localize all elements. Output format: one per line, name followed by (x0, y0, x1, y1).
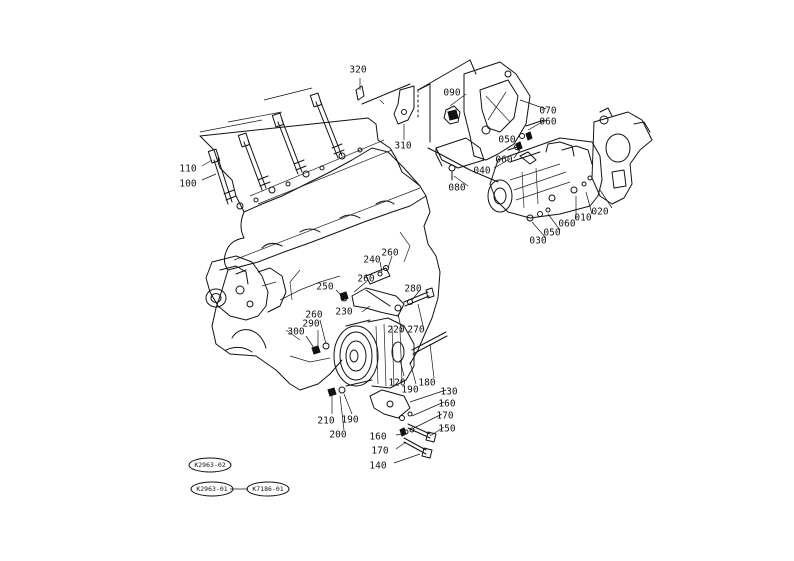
part-label-140: 140 (369, 461, 386, 472)
part-label-010: 010 (574, 213, 591, 224)
part-label-130: 130 (440, 387, 457, 398)
part-label-110: 110 (179, 164, 196, 175)
reference-code-k2963-01: K2963-01 (196, 485, 227, 493)
part-label-270: 270 (407, 325, 424, 336)
part-label-100: 100 (179, 179, 196, 190)
part-label-080: 080 (448, 183, 465, 194)
leader-lines (201, 93, 613, 490)
part-label-050: 050 (498, 135, 515, 146)
part-label-290: 290 (302, 319, 319, 330)
part-label-170: 170 (371, 446, 388, 457)
part-label-090: 090 (443, 88, 460, 99)
part-label-120: 120 (388, 378, 405, 389)
part-label-190: 190 (401, 385, 418, 396)
part-label-300: 300 (287, 327, 304, 338)
part-label-070: 070 (539, 106, 556, 117)
part-label-230: 230 (335, 307, 352, 318)
glow-plug-set (199, 87, 345, 205)
part-label-060: 060 (495, 155, 512, 166)
part-label-160: 160 (438, 399, 455, 410)
part-label-260: 260 (305, 310, 322, 321)
part-label-320: 320 (349, 65, 366, 76)
part-label-180: 180 (418, 378, 435, 389)
alternator-assembly-drawing (311, 265, 448, 459)
part-label-050: 050 (543, 228, 560, 239)
part-label-220: 220 (387, 325, 404, 336)
part-label-150: 150 (438, 424, 455, 435)
bracket-310-drawing (355, 78, 415, 140)
part-label-020: 020 (591, 207, 608, 218)
reference-code-k7186-01: K7186-01 (252, 485, 283, 493)
reference-code-k2963-02: K2963-02 (194, 461, 225, 469)
part-label-160: 160 (369, 432, 386, 443)
part-label-060: 060 (558, 219, 575, 230)
reference-ovals (188, 457, 290, 497)
engine-block-drawing (199, 117, 441, 391)
part-label-210: 210 (317, 416, 334, 427)
part-label-030: 030 (529, 236, 546, 247)
part-label-200: 200 (329, 430, 346, 441)
part-label-280: 280 (404, 284, 421, 295)
part-label-250: 250 (316, 282, 333, 293)
starter-assembly-drawing (417, 59, 653, 222)
part-number-labels: 3203101101000900700600500600400800200100… (179, 65, 608, 494)
part-label-310: 310 (394, 141, 411, 152)
part-label-170: 170 (436, 411, 453, 422)
part-label-260: 260 (381, 248, 398, 259)
part-label-260: 260 (357, 274, 374, 285)
part-label-040: 040 (473, 166, 490, 177)
part-label-060: 060 (539, 117, 556, 128)
part-label-240: 240 (363, 255, 380, 266)
part-label-190: 190 (341, 415, 358, 426)
